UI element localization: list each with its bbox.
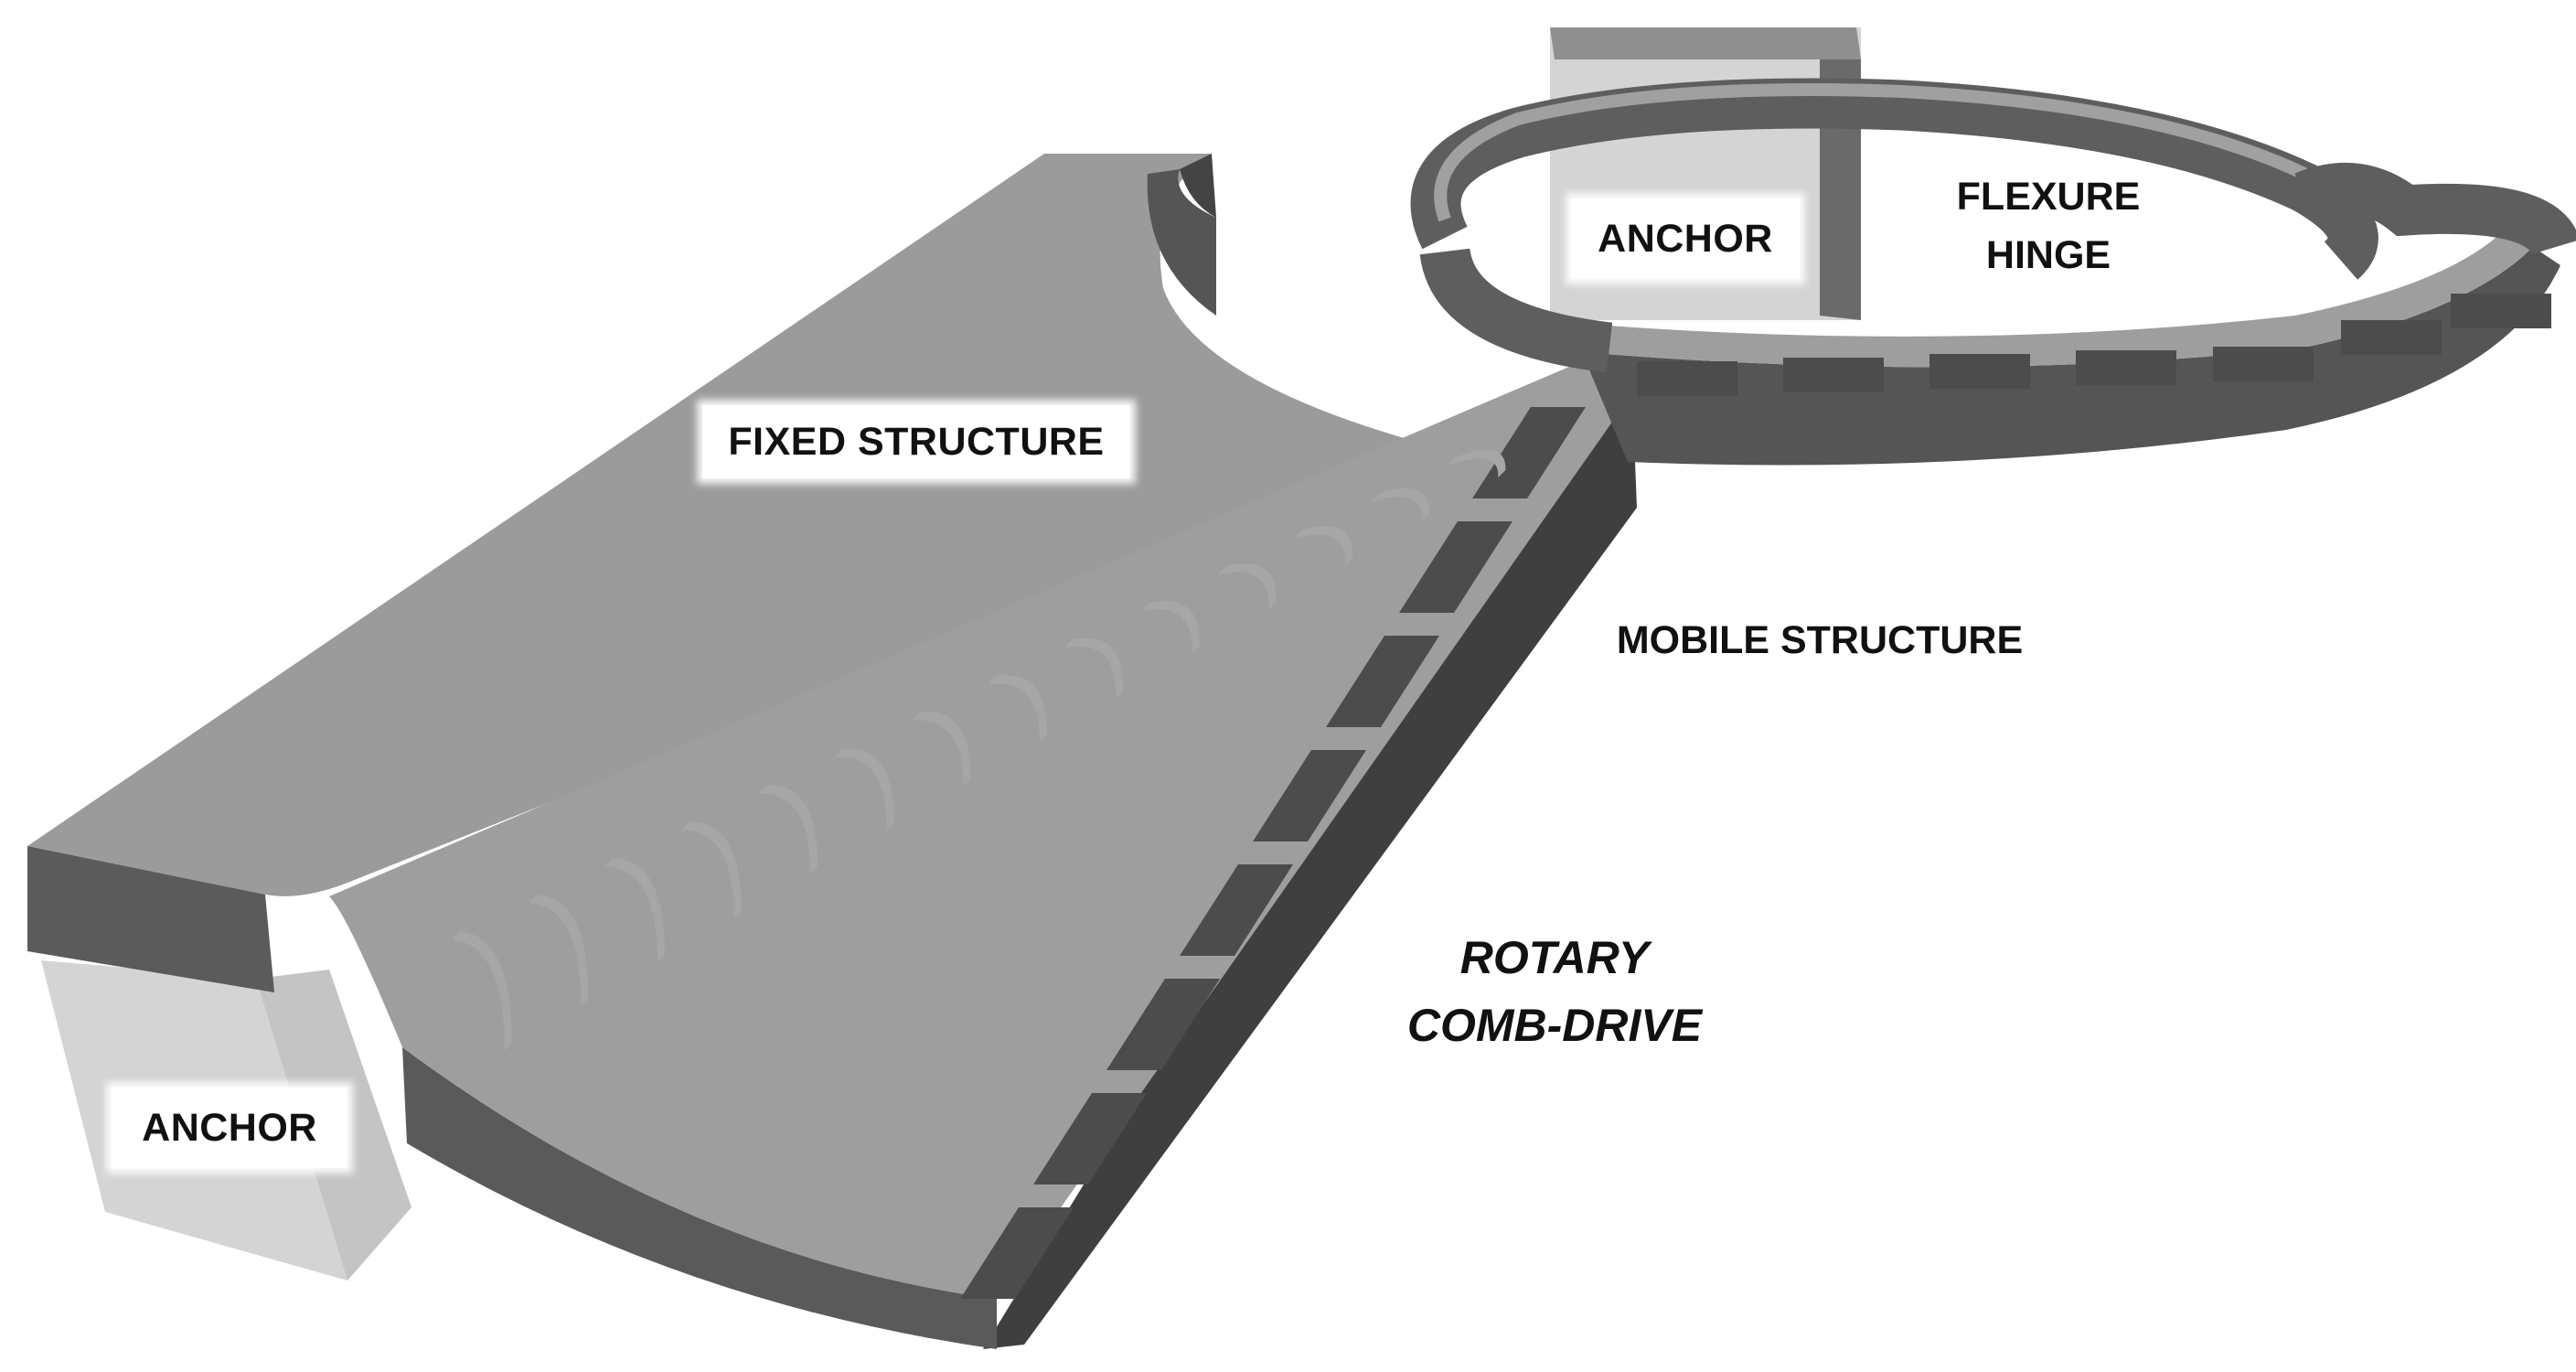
moving-comb-finger: [451, 931, 512, 1051]
connector-beam-cell: [1929, 354, 2030, 389]
moving-comb-finger: [1064, 638, 1124, 699]
mobile-structure: [329, 361, 1637, 1349]
anchor-bottom-label: ANCHOR: [112, 1088, 347, 1168]
rotary-label-line1: ROTARY: [1459, 932, 1650, 983]
moving-comb-finger: [988, 674, 1047, 743]
mobile-frame-cell: [1326, 636, 1439, 727]
mobile-frame-cell: [1180, 864, 1293, 956]
connector-beam-cell: [2341, 320, 2442, 355]
connector-beam-cell: [2076, 350, 2176, 385]
moving-comb-fingers: [451, 450, 1506, 1051]
moving-comb-finger: [911, 712, 971, 787]
mobile-structure-label: MOBILE STRUCTURE: [1616, 618, 2024, 662]
mobile-frame-cell: [1106, 979, 1220, 1070]
moving-comb-finger: [604, 858, 665, 963]
connector-beam-cells: [1637, 294, 2551, 396]
mobile-frame-cell: [1253, 750, 1366, 841]
rotary-label-line2: COMB-DRIVE: [1406, 1000, 1703, 1051]
moving-comb-finger: [1448, 450, 1506, 478]
moving-comb-finger: [834, 748, 894, 831]
mobile-frame-cell: [1033, 1093, 1147, 1184]
connector-beam-cell: [2451, 294, 2551, 328]
rotary-comb-drive-label: ROTARY COMB-DRIVE: [1372, 924, 1737, 1059]
fixed-structure-label: FIXED STRUCTURE: [702, 405, 1130, 478]
moving-comb-finger: [1294, 526, 1353, 566]
flexure-hinge-label-line1: FLEXURE: [1956, 175, 2141, 219]
anchor-top-label: ANCHOR: [1571, 198, 1800, 279]
moving-comb-finger: [758, 785, 818, 875]
connector-beam-cell: [2213, 347, 2314, 381]
moving-comb-finger: [1371, 488, 1429, 522]
mobile-frame-cell: [1472, 407, 1586, 498]
moving-comb-finger: [681, 821, 742, 919]
flexure-hinge-label: FLEXURE HINGE: [1911, 167, 2186, 284]
moving-comb-finger: [1217, 563, 1277, 610]
mobile-frame-cell: [960, 1207, 1074, 1299]
connector-beam-cell: [1783, 358, 1884, 392]
mobile-frame-cell: [1399, 521, 1512, 613]
curved-connector-beam: [1582, 229, 2560, 466]
flexure-hinge-label-line2: HINGE: [1985, 233, 2111, 277]
moving-comb-finger: [528, 895, 589, 1007]
connector-beam-cell: [1637, 361, 1737, 396]
mobile-frame-cells: [960, 407, 1586, 1299]
moving-comb-finger: [1141, 600, 1200, 654]
